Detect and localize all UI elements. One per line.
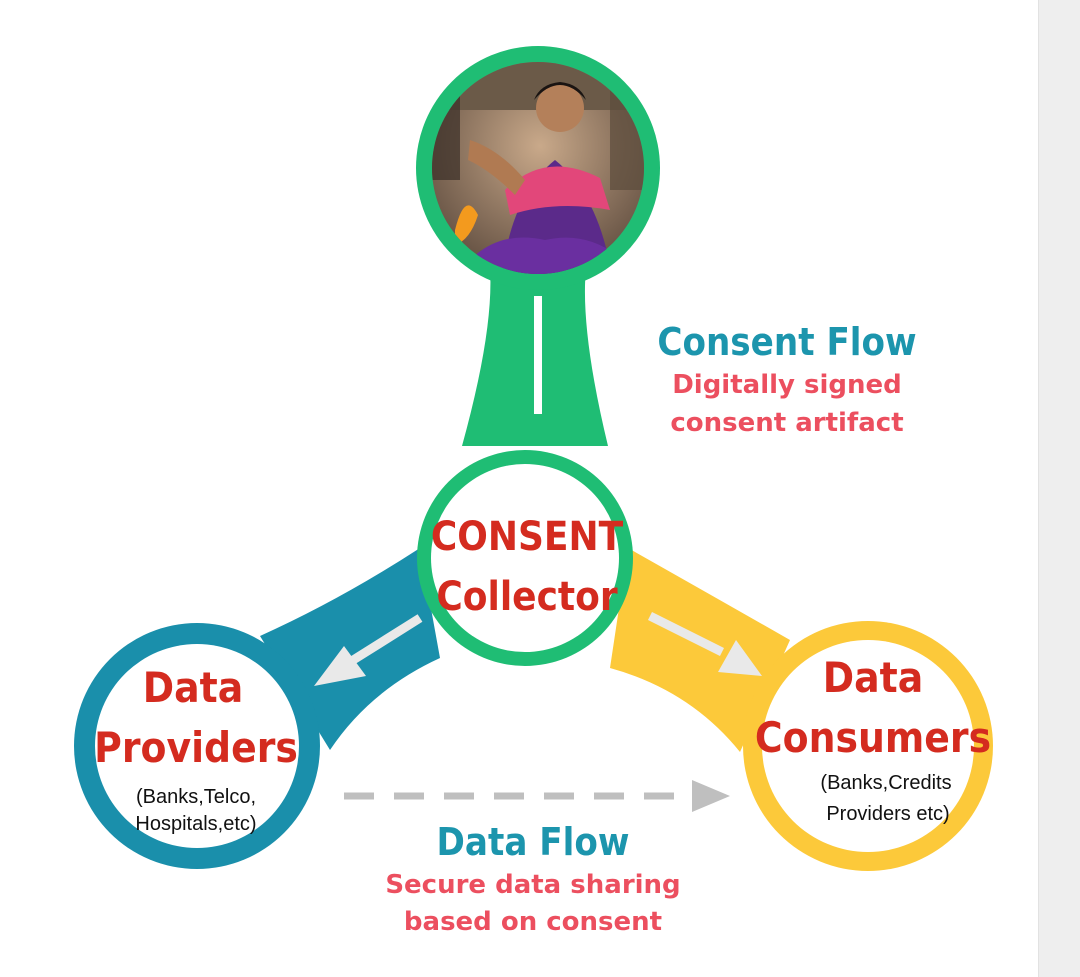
collector-title-line1: CONSENT: [431, 514, 624, 560]
providers-sub-line2: Hospitals,etc): [135, 813, 256, 835]
consent-flow-sub-line2: consent artifact: [670, 408, 903, 438]
data-flow-title: Data Flow: [437, 820, 630, 864]
data-flow-sub-line1: Secure data sharing: [385, 870, 680, 900]
providers-title-line1: Data: [143, 663, 243, 712]
arrow-down-left-icon: [314, 614, 423, 686]
providers-sub-line1: (Banks,Telco,: [136, 786, 256, 808]
arrow-down-right-icon: [647, 611, 762, 676]
consumers-sub-line1: (Banks,Credits: [820, 772, 951, 794]
consent-flow-title: Consent Flow: [657, 320, 916, 364]
collector-title-line2: Collector: [436, 574, 617, 620]
data-providers-node-inner: [95, 644, 299, 848]
consent-connector-line: [534, 296, 542, 414]
consumers-title-line1: Data: [823, 653, 923, 702]
consumers-title-line2: Consumers: [755, 713, 991, 762]
providers-title-line2: Providers: [94, 723, 298, 772]
data-consumers-node-inner: [762, 640, 974, 852]
consent-flow-sub-line1: Digitally signed: [672, 370, 902, 400]
consent-collector-node-inner: [431, 464, 619, 652]
dashed-arrow-right-icon: [344, 780, 730, 812]
page-edge-strip: [1038, 0, 1080, 977]
consumers-sub-line2: Providers etc): [826, 803, 949, 825]
data-flow-sub-line2: based on consent: [404, 907, 662, 937]
consumer-connector-band: [610, 548, 790, 752]
